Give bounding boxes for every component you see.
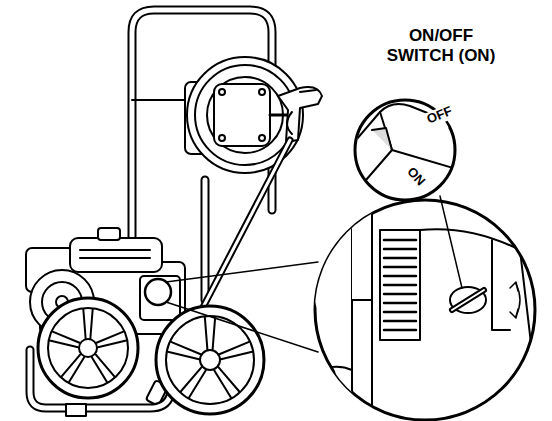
magnified-view [392, 150, 460, 170]
hose-reel [259, 135, 265, 141]
wheel-spoke [83, 309, 85, 338]
magnified-view [380, 230, 420, 340]
magnified-view [384, 240, 416, 330]
switch-off-marking: OFF [424, 104, 456, 128]
grill-slat [384, 293, 416, 296]
wheels [200, 350, 220, 370]
engine [140, 276, 180, 320]
spray-gun [278, 87, 322, 142]
wheel-spoke [90, 309, 92, 338]
wheels [48, 308, 128, 388]
magnified-view [372, 128, 392, 150]
grill-slat [384, 329, 416, 332]
grill-slat [384, 302, 416, 305]
fuel-valve-knob [450, 287, 486, 313]
wheel-spoke [97, 332, 124, 343]
magnified-view [510, 282, 518, 318]
wheel-spoke [171, 342, 201, 354]
frame [203, 180, 208, 300]
fuel-valve-knob [452, 290, 484, 310]
wheel-spoke [214, 370, 231, 397]
grill-slat [384, 266, 416, 269]
grill-slat [384, 284, 416, 287]
wheel-spoke [53, 332, 80, 343]
wheel-spoke [181, 367, 202, 391]
grill-slat [384, 311, 416, 314]
leader-lines [166, 302, 318, 352]
engine [98, 228, 120, 240]
spray-gun [287, 112, 292, 134]
wheel-spoke [189, 370, 206, 397]
wheels [156, 306, 264, 414]
grill-slat [384, 257, 416, 260]
wheel-spoke [219, 342, 249, 354]
wheel-spoke [168, 352, 199, 359]
magnified-view [440, 196, 462, 288]
magnified-view [492, 240, 510, 330]
magnified-view [300, 200, 352, 421]
wheels [79, 339, 97, 357]
frame [201, 180, 210, 300]
hose-reel [214, 84, 270, 146]
wheel-spoke [50, 340, 78, 347]
magnified-view [356, 104, 460, 140]
switch-on-marking: ON [403, 164, 428, 190]
wheel-spoke [92, 357, 107, 382]
grill-slat [384, 275, 416, 278]
leader-lines [166, 262, 318, 352]
engine [80, 250, 150, 258]
magnified-view [352, 200, 372, 300]
grill-slat [384, 248, 416, 251]
hose-reel [195, 65, 295, 165]
switch-callout-circle [145, 279, 171, 305]
fuel-valve-knob [452, 290, 484, 310]
grill-slat [384, 239, 416, 242]
wheels [38, 298, 138, 398]
spray-gun [300, 90, 316, 92]
wheels [38, 298, 264, 414]
wheel-spoke [61, 354, 80, 376]
callout-title: ON/OFF SWITCH (ON) [379, 26, 503, 65]
magnified-view [300, 100, 540, 421]
magnified-view [420, 229, 540, 420]
spray-gun [278, 87, 322, 142]
wheel-spoke [205, 317, 208, 349]
magnified-view [371, 210, 373, 421]
wheel-spoke [69, 357, 84, 382]
hose-reel [219, 89, 225, 95]
magnified-view [366, 112, 392, 180]
engine [70, 238, 162, 272]
base-frame [66, 404, 86, 416]
magnified-view [318, 378, 342, 402]
wheel-spoke [96, 354, 115, 376]
hose-reel [219, 135, 225, 141]
wheels [166, 316, 254, 404]
wheel-spoke [213, 317, 216, 349]
magnified-view [300, 367, 352, 380]
hose-reel [259, 89, 265, 95]
grill-slat [384, 320, 416, 323]
leader-lines [166, 262, 318, 282]
magnified-view [300, 200, 540, 421]
wheel-spoke [221, 352, 252, 359]
wheel-spoke [218, 367, 239, 391]
fuel-valve-knob [450, 287, 486, 313]
wheel-spoke [98, 340, 126, 347]
